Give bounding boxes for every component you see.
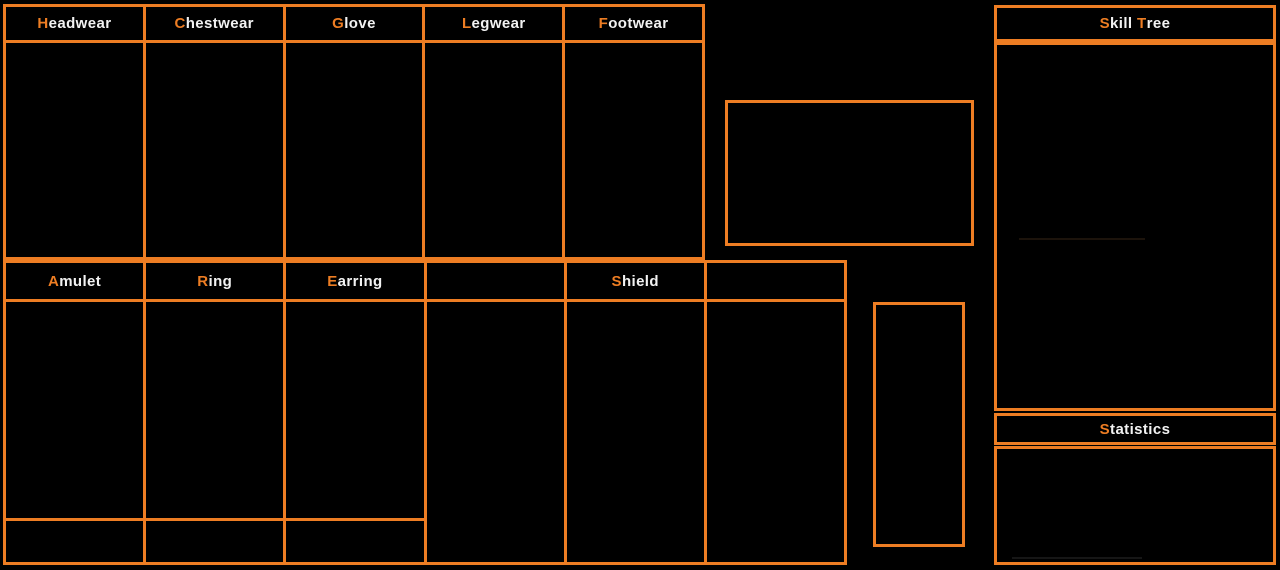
statistics-panel — [994, 446, 1276, 565]
hotkey-letter: S — [1099, 420, 1111, 438]
hotkey-letter: E — [327, 272, 338, 290]
slot-amulet-sub[interactable] — [6, 521, 144, 562]
slot-earring-sub[interactable] — [286, 521, 424, 562]
slot-shield[interactable] — [566, 302, 704, 562]
hotkey-letter: A — [47, 272, 60, 290]
slot-blank-2[interactable] — [706, 302, 844, 562]
slot-amulet[interactable] — [6, 302, 144, 518]
slot-earring[interactable] — [286, 302, 424, 518]
slot-ring-sub[interactable] — [146, 521, 284, 562]
slot-headwear[interactable] — [6, 43, 143, 257]
slot-chestwear[interactable] — [145, 43, 283, 257]
skill-tree-panel[interactable] — [994, 42, 1276, 411]
tall-slot-box[interactable] — [873, 302, 965, 547]
slot-ring[interactable] — [146, 302, 284, 518]
hotkey-letter: R — [197, 272, 209, 290]
faint-divider — [1012, 557, 1142, 559]
slot-glove[interactable] — [285, 43, 423, 257]
hotkey-letter: S — [1099, 15, 1111, 32]
slot-header-blank-2 — [706, 263, 844, 299]
slot-header-blank-1 — [426, 263, 564, 299]
slot-legwear[interactable] — [425, 43, 563, 257]
slot-label: love — [344, 15, 376, 32]
large-slot-box[interactable] — [725, 100, 974, 246]
slot-footwear[interactable] — [565, 43, 702, 257]
hotkey-letter: T — [1137, 15, 1147, 32]
slot-label: ootwear — [608, 15, 669, 32]
panel-title-part: kill — [1110, 15, 1138, 32]
slot-label: egwear — [471, 15, 526, 32]
hotkey-letter: C — [174, 15, 186, 32]
slot-label: hestwear — [185, 15, 254, 32]
slot-blank-1[interactable] — [426, 302, 564, 562]
hotkey-letter: H — [37, 15, 49, 32]
slot-label: arring — [337, 272, 383, 290]
panel-title-part: ree — [1146, 15, 1171, 32]
faint-divider — [1019, 238, 1145, 240]
slot-label: hield — [621, 272, 659, 290]
panel-title-part: tatistics — [1110, 420, 1171, 438]
slot-label: ing — [208, 272, 233, 290]
hotkey-letter: S — [611, 272, 622, 290]
slot-label: eadwear — [48, 15, 112, 32]
hotkey-letter: G — [332, 15, 345, 32]
hotkey-letter: L — [461, 15, 472, 32]
hotkey-letter: F — [598, 15, 609, 32]
slot-label: mulet — [59, 272, 102, 290]
